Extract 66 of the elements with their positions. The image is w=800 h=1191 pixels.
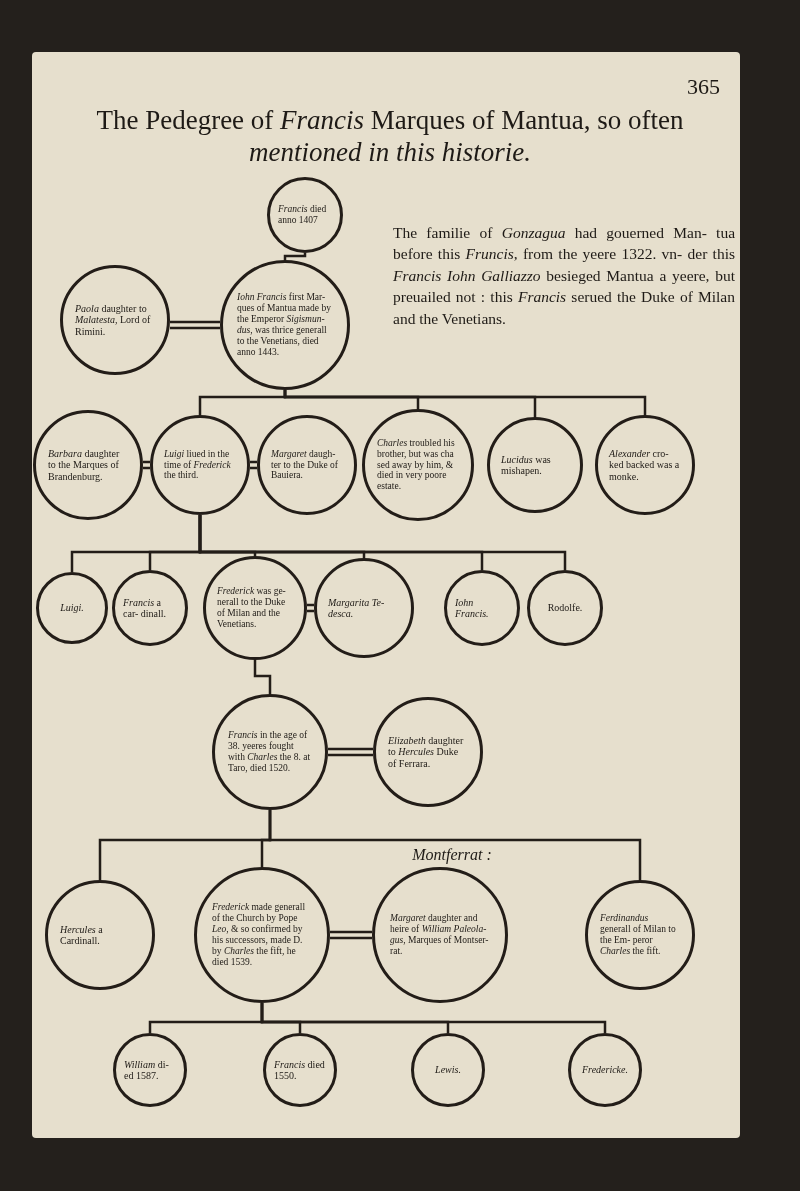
person-circle [257, 415, 357, 515]
person-note: Ferdinandus generall of Milan to the Em- peror Charles the fift. [600, 913, 677, 957]
person-circle [113, 1033, 187, 1107]
person-note: Charles troubled his brother, but was cha sed away by him, & died in very poore estate. [377, 437, 456, 493]
person-note: Margaret daugh- ter to the Duke of Bauiera. [271, 448, 339, 482]
person-note: Frederick made generall of the Church by Pope Leo, & so confirmed by his successors, made D. by Charles the fift, he died 1539. [212, 902, 307, 968]
descent-line [260, 1003, 607, 1033]
person-note: Elizabeth daughter to Hercules Duke of Ferrara. [388, 734, 465, 770]
person-note: Iohn Francis. [455, 596, 490, 620]
person-circle [45, 880, 155, 990]
person-circle [112, 570, 188, 646]
person-note: William di- ed 1587. [124, 1058, 170, 1082]
person-note: Paola daughter to Malatesta, Lord of Rimini. [75, 302, 152, 338]
descent-line [268, 810, 642, 880]
person-note: Margaret daughter and heire of William Paleola- gus, Marques of Montser- rat. [390, 913, 490, 957]
person-note: Barbara daughter to the Marques of Brandenburg. [48, 447, 121, 483]
person-note: Frederick was ge- nerall to the Duke of Milan and the Venetians. [217, 586, 287, 630]
page-number: 365 [686, 74, 720, 101]
person-circle [314, 558, 414, 658]
person-circle [203, 556, 307, 660]
marriage-line [305, 603, 316, 613]
person-circle [150, 415, 250, 515]
person-circle [220, 260, 350, 390]
descent-line [198, 515, 567, 570]
person-circle [263, 1033, 337, 1107]
person-note: Francis a car- dinall. [123, 596, 168, 620]
person-circle [33, 410, 143, 520]
person-note: Luigi liued in the time of Frederick the third. [164, 448, 232, 482]
person-note: Fredericke. [582, 1064, 628, 1076]
marriage-line [328, 930, 374, 940]
person-circle [373, 697, 483, 807]
person-note: Francis died anno 1407 [278, 204, 328, 226]
person-circle [194, 867, 330, 1003]
person-circle [372, 867, 508, 1003]
descent-line [283, 390, 647, 415]
history-paragraph: The familie of Gonzagua had gouerned Man- tua before this Fruncis, from the yeere 1322. vn- der this Francis Iohn Galliazzo besieged Mantua a yeere, but preuailed not : this Francis serued the Duke of Milan and the Venetians. [393, 223, 735, 329]
person-circle [60, 265, 170, 375]
marriage-line [248, 460, 259, 470]
marriage-line [168, 320, 222, 330]
person-circle [267, 177, 343, 253]
person-circle [362, 409, 474, 521]
person-note: Lucidus was mishapen. [501, 453, 552, 477]
descent-line [253, 660, 272, 694]
person-circle [212, 694, 328, 810]
person-note: Lewis. [435, 1064, 461, 1076]
person-circle [444, 570, 520, 646]
person-circle [411, 1033, 485, 1107]
person-note: Iohn Francis first Mar- ques of Mantua made by the Emperor Sigismun- dus, was thrice generall to the Venetians, died anno 1443. [237, 292, 332, 358]
person-circle [595, 415, 695, 515]
person-circle [487, 417, 583, 513]
person-circle [568, 1033, 642, 1107]
person-circle [527, 570, 603, 646]
person-note: Alexander cro- ked backed was a monke. [609, 447, 681, 483]
person-circle [585, 880, 695, 990]
person-note: Rodolfe. [547, 602, 583, 614]
section-heading: Montferrat : [411, 846, 493, 864]
person-note: Margarita Te- desca. [328, 596, 386, 620]
page-title: The Pedegree of Francis Marques of Mantua, so often mentioned in this historie. [95, 104, 685, 168]
person-note: Hercules a Cardinall. [60, 923, 104, 947]
marriage-line [141, 460, 152, 470]
person-note: Francis died 1550. [274, 1058, 326, 1082]
person-note: Luigi. [60, 602, 84, 614]
person-circle [36, 572, 108, 644]
person-note: Francis in the age of 38. yeeres fought with Charles the 8. at Taro, died 1520. [228, 730, 312, 774]
marriage-line [326, 747, 375, 757]
descent-line [283, 253, 307, 260]
